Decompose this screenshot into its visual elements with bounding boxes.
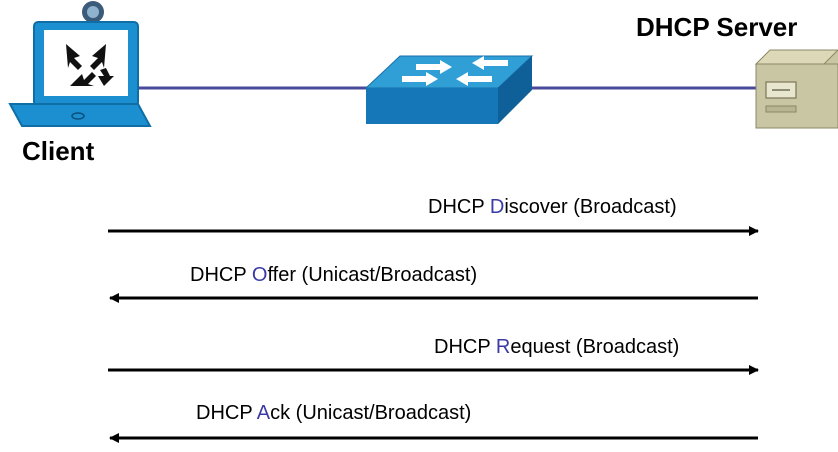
server-label: DHCP Server <box>636 12 798 42</box>
ack-message-label: DHCP Ack (Unicast/Broadcast) <box>196 402 472 424</box>
offer-message-label: DHCP Offer (Unicast/Broadcast) <box>190 264 478 286</box>
laptop-icon <box>8 1 152 127</box>
client-label: Client <box>22 136 95 166</box>
switch-icon <box>364 55 534 124</box>
request-message-label: DHCP Request (Broadcast) <box>434 336 680 358</box>
server-icon <box>754 49 838 129</box>
discover-message-label: DHCP Discover (Broadcast) <box>428 196 677 218</box>
